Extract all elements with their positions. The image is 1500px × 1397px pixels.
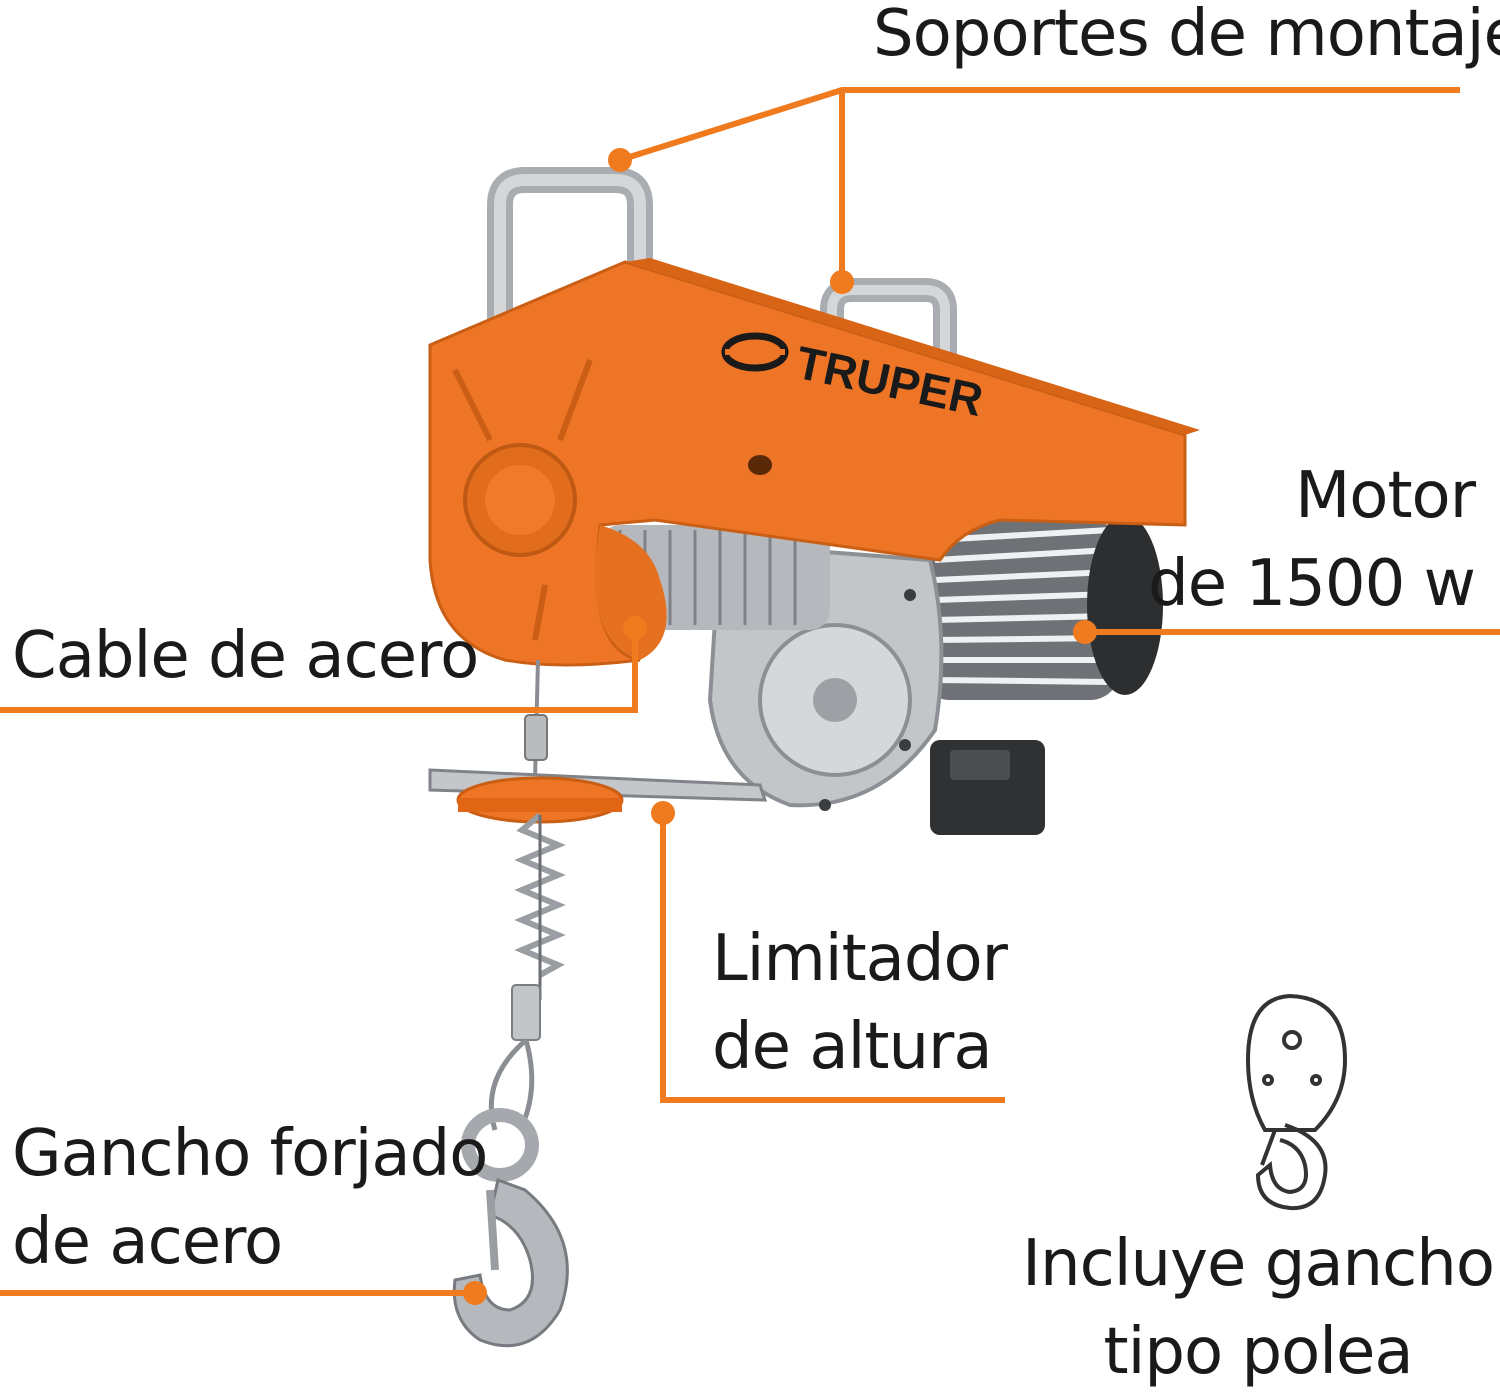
leader-steel-cable	[0, 630, 638, 713]
hoist-frame	[428, 258, 1200, 667]
callout-motor-line2: de 1500 w	[1148, 547, 1476, 622]
callout-steel-cable-text: Cable de acero	[12, 619, 479, 693]
callout-pulley-hook-line2: tipo polea	[1103, 1315, 1413, 1390]
height-limiter	[428, 768, 768, 824]
callout-pulley-hook-line1: Incluye gancho	[1022, 1227, 1495, 1301]
callout-motor-line1: Motor	[1295, 459, 1476, 533]
forged-hook	[452, 1038, 569, 1348]
steel-cable	[524, 659, 548, 781]
callout-forged-hook: Gancho forjado de acero	[12, 1110, 488, 1287]
callout-mounting-brackets: Soportes de montaje	[873, 0, 1500, 78]
pulley-hook-icon	[1245, 993, 1348, 1211]
callout-mounting-brackets-text: Soportes de montaje	[873, 0, 1500, 71]
mounting-bracket-rear	[820, 278, 957, 380]
motor	[920, 515, 1163, 835]
spring	[511, 812, 566, 1041]
callout-pulley-hook: Incluye gancho tipo polea	[1022, 1220, 1495, 1397]
callout-height-limiter: Limitador de altura	[712, 915, 1008, 1092]
callout-motor: Motor de 1500 w	[1148, 452, 1476, 629]
leader-height-limiter	[660, 815, 1005, 1103]
callout-dots	[463, 148, 1097, 1305]
callout-height-limiter-line1: Limitador	[712, 922, 1008, 996]
callout-lines	[0, 87, 1500, 1296]
callout-forged-hook-line2: de acero	[12, 1205, 283, 1280]
mounting-bracket-front	[487, 167, 653, 330]
callout-steel-cable: Cable de acero	[12, 612, 479, 700]
leader-mounting-brackets	[619, 87, 1460, 163]
callout-height-limiter-line2: de altura	[712, 1010, 993, 1085]
callout-forged-hook-line1: Gancho forjado	[12, 1117, 488, 1191]
